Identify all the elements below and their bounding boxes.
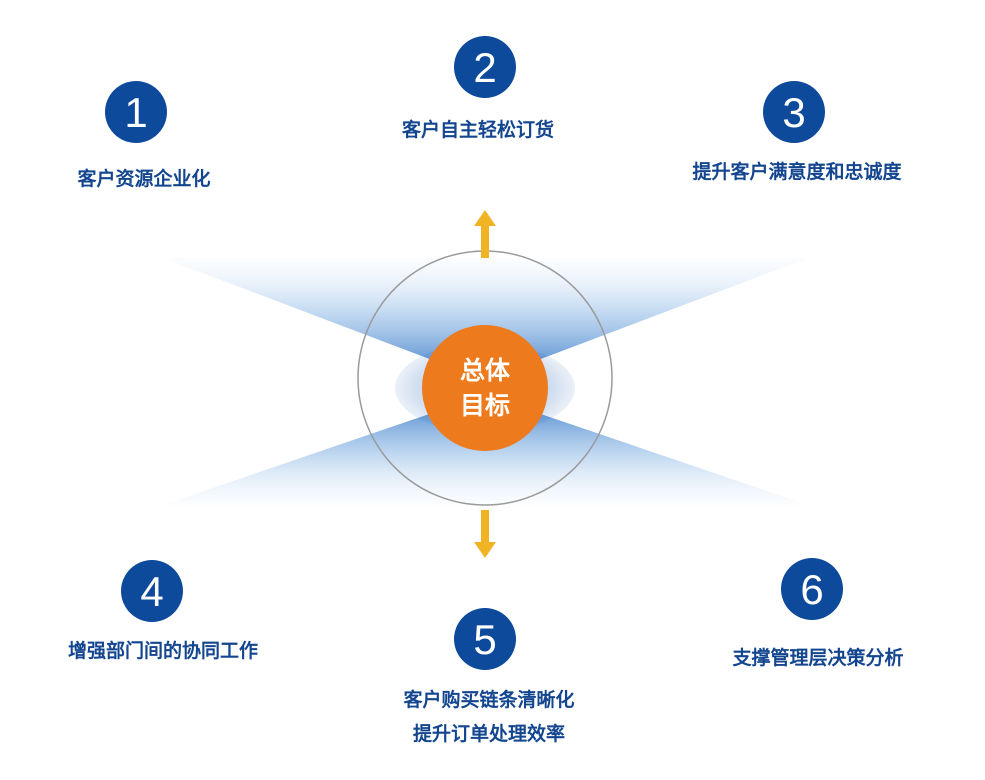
goal-4-label: 增强部门间的协同工作 bbox=[68, 639, 258, 662]
goal-4: 4 增强部门间的协同工作 bbox=[68, 560, 258, 662]
goal-3-badge bbox=[763, 81, 825, 143]
goal-1-label: 客户资源企业化 bbox=[77, 167, 210, 190]
center-label-line2: 目标 bbox=[460, 391, 510, 420]
goal-3: 3 提升客户满意度和忠诚度 bbox=[692, 81, 902, 183]
goal-4-number: 4 bbox=[140, 568, 163, 615]
goal-5: 5 客户购买链条清晰化 提升订单处理效率 bbox=[403, 608, 575, 745]
goal-2: 2 客户自主轻松订货 bbox=[402, 36, 554, 141]
upper-light-beam bbox=[163, 258, 808, 380]
goal-5-label-line1: 客户购买链条清晰化 bbox=[403, 688, 574, 711]
goal-5-number: 5 bbox=[473, 616, 496, 663]
goal-2-label: 客户自主轻松订货 bbox=[402, 118, 554, 141]
goal-1: 1 客户资源企业化 bbox=[77, 81, 211, 190]
center-target-circle bbox=[422, 325, 548, 451]
goal-5-badge bbox=[454, 608, 516, 670]
goal-6-number: 6 bbox=[800, 566, 823, 613]
arrow-down-icon bbox=[474, 510, 496, 558]
arrow-up-icon bbox=[474, 210, 496, 258]
goal-3-number: 3 bbox=[782, 89, 805, 136]
center-label-line1: 总体 bbox=[460, 356, 511, 385]
goal-4-badge bbox=[121, 560, 183, 622]
goal-6: 6 支撑管理层决策分析 bbox=[731, 558, 904, 669]
goal-5-label-line2: 提升订单处理效率 bbox=[413, 722, 565, 745]
goal-3-label: 提升客户满意度和忠诚度 bbox=[692, 160, 902, 183]
goal-2-badge bbox=[454, 36, 516, 98]
goal-1-number: 1 bbox=[124, 89, 147, 136]
goal-6-badge bbox=[781, 558, 843, 620]
goal-6-label: 支撑管理层决策分析 bbox=[731, 646, 903, 669]
goal-2-number: 2 bbox=[473, 44, 496, 91]
goal-1-badge bbox=[105, 81, 167, 143]
